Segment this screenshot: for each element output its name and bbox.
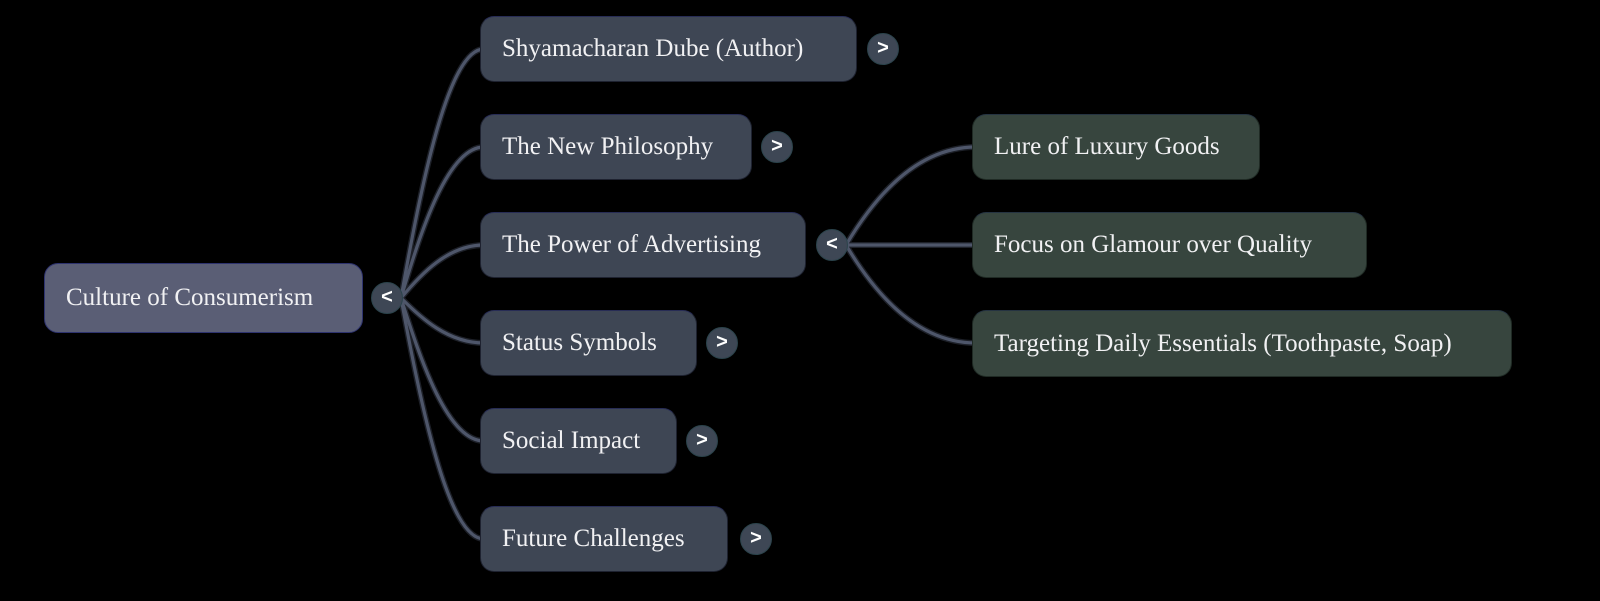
leaf-node-label: Lure of Luxury Goods [994,133,1220,160]
branch-node-label: Status Symbols [502,329,657,356]
edge-root-to-status [399,296,486,345]
collapse-toggle-root[interactable]: < [371,282,403,314]
collapse-toggle-power-of-advertising[interactable]: < [816,229,848,261]
expand-toggle-future-challenges[interactable]: > [740,523,772,555]
branch-node-shyamacharan-dube[interactable]: Shyamacharan Dube (Author) [480,16,857,82]
edge-root-to-philosophy [399,145,486,300]
leaf-node-label: Focus on Glamour over Quality [994,231,1313,258]
branch-node-social-impact[interactable]: Social Impact [480,408,677,474]
expand-toggle-social-impact[interactable]: > [686,425,718,457]
chevron-right-icon: > [750,527,762,549]
edge-advertising-to-luxury [844,145,978,247]
branch-node-label: Future Challenges [502,525,685,552]
leaf-node-lure-of-luxury-goods[interactable]: Lure of Luxury Goods [972,114,1260,180]
root-node-culture-of-consumerism[interactable]: Culture of Consumerism [44,263,363,333]
chevron-right-icon: > [877,37,889,59]
branch-node-label: Social Impact [502,427,641,454]
branch-node-label: Shyamacharan Dube (Author) [502,35,804,62]
edge-root-to-social [399,296,486,443]
chevron-left-icon: < [826,233,838,255]
branch-node-power-of-advertising[interactable]: The Power of Advertising [480,212,806,278]
branch-node-future-challenges[interactable]: Future Challenges [480,506,728,572]
branch-node-new-philosophy[interactable]: The New Philosophy [480,114,752,180]
connector-strokes [399,47,978,541]
edge-root-to-future [399,296,486,541]
chevron-right-icon: > [696,429,708,451]
edge-root-to-advertising [399,243,486,300]
expand-toggle-status-symbols[interactable]: > [706,327,738,359]
chevron-right-icon: > [716,331,728,353]
leaf-node-targeting-daily-essentials[interactable]: Targeting Daily Essentials (Toothpaste, … [972,310,1512,377]
root-node-label: Culture of Consumerism [66,284,314,311]
branch-node-label: The New Philosophy [502,133,714,160]
expand-toggle-shyamacharan-dube[interactable]: > [867,33,899,65]
branch-node-status-symbols[interactable]: Status Symbols [480,310,697,376]
edge-advertising-to-essentials [844,243,978,345]
leaf-node-focus-on-glamour[interactable]: Focus on Glamour over Quality [972,212,1367,278]
edge-root-to-author [399,47,486,300]
chevron-left-icon: < [381,286,393,308]
chevron-right-icon: > [771,135,783,157]
branch-node-label: The Power of Advertising [502,231,761,258]
leaf-node-label: Targeting Daily Essentials (Toothpaste, … [994,329,1452,357]
expand-toggle-new-philosophy[interactable]: > [761,131,793,163]
